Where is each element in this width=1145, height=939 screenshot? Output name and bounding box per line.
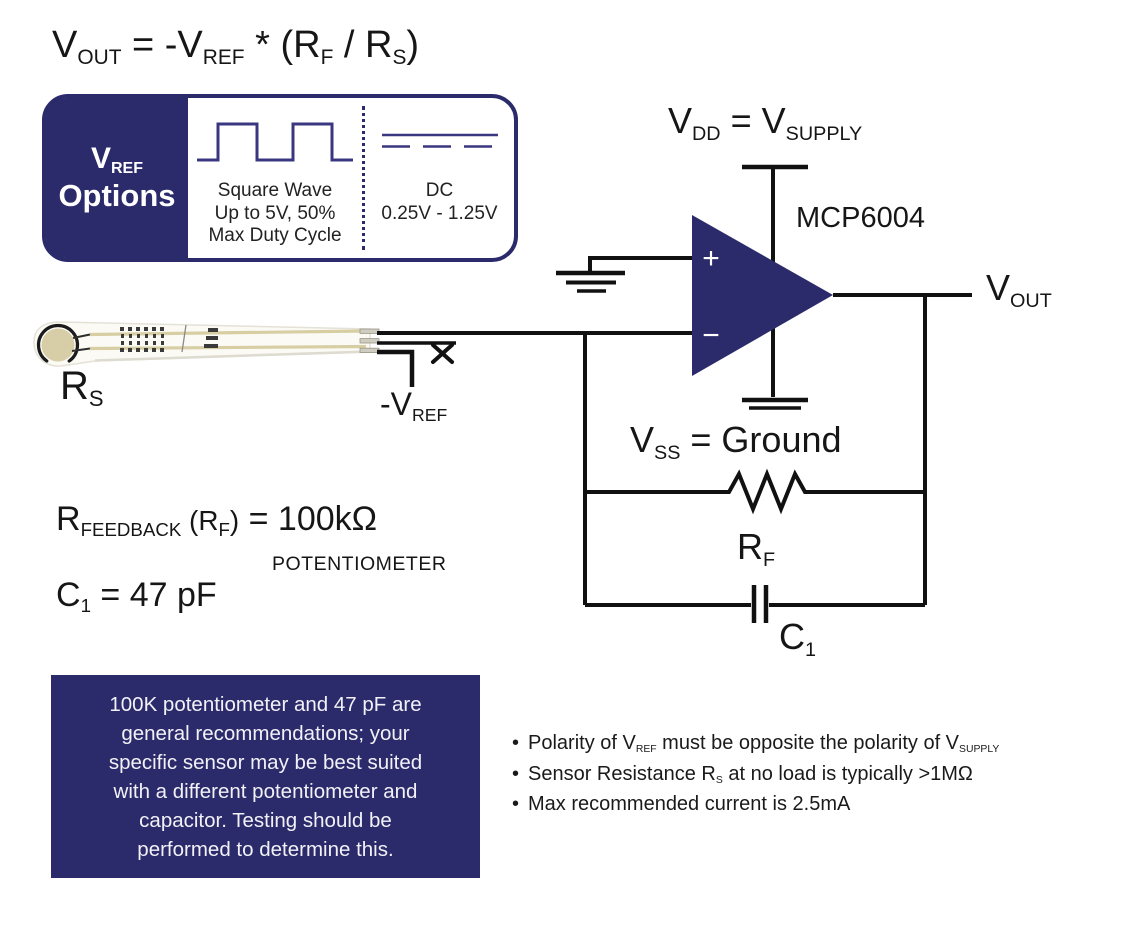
fsr-sensor-image <box>33 321 380 367</box>
ground-symbol-left <box>556 270 625 293</box>
vref-options-title-panel: VREF Options <box>46 98 188 258</box>
bullet-text: Sensor Resistance RS at no load is typic… <box>528 762 973 786</box>
opamp-minus-input: − <box>702 319 720 352</box>
sensor-lead-top <box>72 333 91 339</box>
dc-caption: DC 0.25V - 1.25V <box>381 180 498 224</box>
x-mark <box>431 343 454 364</box>
opamp: + − <box>692 215 833 376</box>
sensor-crease <box>181 324 187 353</box>
bullet-text: Max recommended current is 2.5mA <box>528 793 851 815</box>
square-wave-option: Square Wave Up to 5V, 50% Max Duty Cycle <box>188 98 362 258</box>
sensor-lead-bottom <box>71 347 91 352</box>
sensor-pad <box>41 328 75 362</box>
bullet-marker: • <box>512 793 520 815</box>
sensor-pins <box>359 328 380 354</box>
ground-symbol-vss <box>742 397 808 410</box>
noninverting-input-wire <box>588 256 692 271</box>
bullet-polarity: • Polarity of VREF must be opposite the … <box>512 730 1137 761</box>
vout-label: VOUT <box>986 267 1052 312</box>
c1-label: C1 <box>779 616 817 661</box>
feedback-resistor <box>585 468 925 515</box>
capacitor-symbol <box>751 585 769 623</box>
vref-title: VREF <box>90 142 143 178</box>
circuit-wires <box>377 164 972 623</box>
square-wave-caption: Square Wave Up to 5V, 50% Max Duty Cycle <box>208 180 342 246</box>
bullet-sensor-resistance: • Sensor Resistance RS at no load is typ… <box>512 761 1137 792</box>
rf-label: RF <box>737 526 776 571</box>
bullet-marker: • <box>512 762 520 785</box>
opamp-plus-input: + <box>702 242 720 275</box>
dc-option: DC 0.25V - 1.25V <box>365 98 514 258</box>
neg-vref-label: -VREF <box>380 386 448 425</box>
options-title: Options <box>58 178 176 213</box>
output-formula: VOUT = -VREF * (RF / RS) <box>52 24 420 69</box>
vref-wire <box>377 349 415 387</box>
notes-bullet-list: • Polarity of VREF must be opposite the … <box>512 730 1137 819</box>
c1-value: C1 = 47 pF <box>56 576 217 617</box>
dc-icon <box>381 133 498 148</box>
sensor-trace-top <box>89 329 367 337</box>
opamp-triangle <box>692 215 833 376</box>
sensor-shadow <box>94 350 371 362</box>
square-wave-icon <box>197 122 353 162</box>
options-divider <box>362 106 365 250</box>
potentiometer-note: POTENTIOMETER <box>272 553 447 575</box>
chip-label: MCP6004 <box>796 202 925 234</box>
vdd-supply-label: VDD = VSUPPLY <box>668 100 863 145</box>
recommendation-note-box: 100K potentiometer and 47 pF are general… <box>51 675 480 878</box>
bullet-text: Polarity of VREF must be opposite the po… <box>528 732 1000 756</box>
recommendation-note-text: 100K potentiometer and 47 pF are general… <box>108 692 423 861</box>
sensor-markings <box>120 327 218 352</box>
sensor-label-rs: RS <box>60 364 104 412</box>
vref-options-box: VREF Options Square Wave Up to 5V, 50% M… <box>42 94 518 262</box>
vss-ground-label: VSS = Ground <box>630 419 842 464</box>
bullet-max-current: • Max recommended current is 2.5mA <box>512 791 1137 819</box>
rfeedback-value: RFEEDBACK (RF) = 100kΩ <box>56 500 378 541</box>
bullet-marker: • <box>512 732 520 754</box>
sensor-body <box>33 321 371 367</box>
